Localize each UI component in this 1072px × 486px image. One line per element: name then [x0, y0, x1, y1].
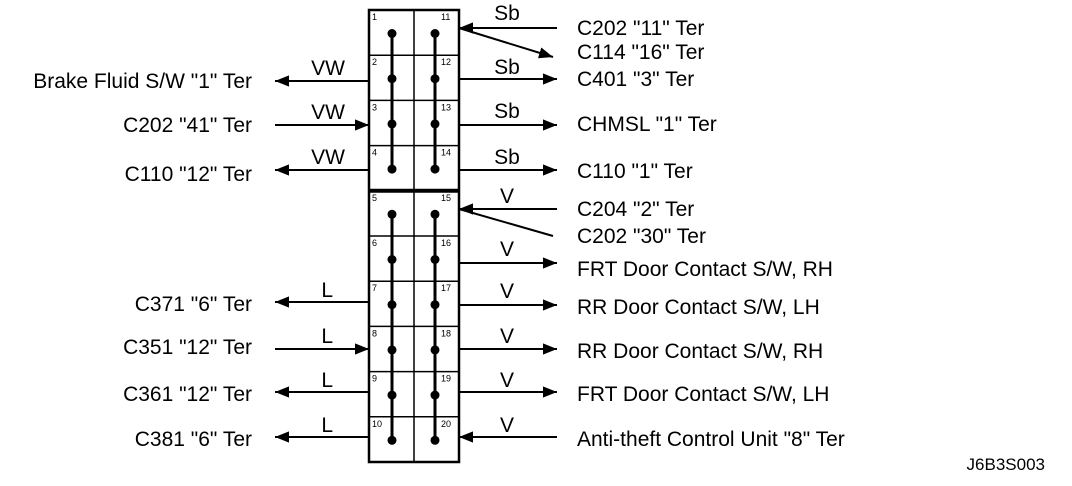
pin-number-20: 20	[441, 419, 451, 429]
wire-color-pin-18: V	[500, 325, 514, 348]
right-label-pin-12: C401 "3" Ter	[577, 68, 694, 91]
pin-dot	[387, 390, 397, 400]
wire-color-pin-2: VW	[311, 57, 345, 80]
wire-color-pin-13: Sb	[494, 100, 520, 123]
pin-number-3: 3	[372, 102, 377, 112]
pin-dot	[387, 300, 397, 310]
pin-number-16: 16	[441, 238, 451, 248]
left-label-pin-10: C381 "6" Ter	[135, 428, 252, 451]
wire-color-pin-19: V	[500, 369, 514, 392]
right-label-pin-20: Anti-theft Control Unit "8" Ter	[577, 428, 845, 451]
pin-dot	[387, 209, 397, 219]
left-label-pin-8: C351 "12" Ter	[123, 336, 252, 359]
pin-dot	[387, 29, 397, 39]
wire-color-pin-11: Sb	[494, 2, 520, 25]
right-label-pin-16: FRT Door Contact S/W, RH	[577, 258, 833, 281]
pin-number-5: 5	[372, 193, 377, 203]
pin-dot	[387, 435, 397, 445]
pin-number-11: 11	[441, 12, 450, 22]
pin-dot	[430, 435, 440, 445]
right-connections: Sb C202 "11" Ter C114 "16" Ter Sb C401 "…	[458, 2, 845, 451]
left-label-pin-7: C371 "6" Ter	[135, 293, 252, 316]
right-label-pin-15-b: C202 "30" Ter	[577, 225, 706, 248]
pin-dot	[430, 345, 440, 355]
pin-number-15: 15	[441, 193, 451, 203]
right-label-pin-18: RR Door Contact S/W, RH	[577, 340, 823, 363]
pin-dot	[430, 119, 440, 129]
wire-color-pin-8: L	[321, 325, 333, 348]
pin-number-14: 14	[441, 148, 451, 158]
right-line-pin-15-b	[458, 208, 554, 237]
wire-color-pin-12: Sb	[494, 56, 520, 79]
left-label-pin-2: Brake Fluid S/W "1" Ter	[33, 70, 252, 93]
pin-number-6: 6	[372, 238, 377, 248]
wire-color-pin-4: VW	[311, 146, 345, 169]
right-arrow-pin-11-out	[458, 27, 554, 59]
pin-number-2: 2	[372, 57, 377, 67]
right-label-pin-19: FRT Door Contact S/W, LH	[577, 383, 829, 406]
pin-number-13: 13	[441, 102, 451, 112]
wire-color-pin-16: V	[500, 238, 514, 261]
right-label-pin-14: C110 "1" Ter	[577, 160, 693, 183]
pin-dot	[387, 255, 397, 265]
pin-dot	[430, 300, 440, 310]
pin-number-8: 8	[372, 328, 377, 338]
right-label-pin-17: RR Door Contact S/W, LH	[577, 296, 820, 319]
pin-dot	[430, 390, 440, 400]
pin-number-1: 1	[372, 12, 377, 22]
diagram-reference-code: J6B3S003	[967, 455, 1045, 474]
wire-color-pin-14: Sb	[494, 146, 520, 169]
pin-number-7: 7	[372, 283, 377, 293]
right-label-pin-13: CHMSL "1" Ter	[577, 113, 717, 136]
pin-dot	[430, 29, 440, 39]
left-connections: VW Brake Fluid S/W "1" Ter VW C202 "41" …	[33, 57, 369, 451]
pin-dot	[387, 345, 397, 355]
wire-color-pin-9: L	[321, 369, 333, 392]
right-label-pin-11-a: C202 "11" Ter	[577, 17, 704, 40]
wire-color-pin-15: V	[500, 185, 514, 208]
pin-dot	[430, 164, 440, 174]
left-label-pin-3: C202 "41" Ter	[123, 114, 252, 137]
pin-number-17: 17	[441, 283, 451, 293]
right-label-pin-11-b: C114 "16" Ter	[577, 41, 704, 64]
wire-color-pin-20: V	[500, 414, 514, 437]
right-label-pin-15-a: C204 "2" Ter	[577, 198, 694, 221]
wire-color-pin-17: V	[500, 280, 514, 303]
pin-dot	[387, 119, 397, 129]
left-label-pin-4: C110 "12" Ter	[125, 163, 252, 186]
pin-number-4: 4	[372, 148, 377, 158]
left-label-pin-9: C361 "12" Ter	[123, 383, 252, 406]
pin-number-19: 19	[441, 374, 451, 384]
pin-dot	[430, 74, 440, 84]
pin-number-10: 10	[372, 419, 382, 429]
pin-number-9: 9	[372, 374, 377, 384]
pin-dot	[387, 164, 397, 174]
wire-color-pin-3: VW	[311, 101, 345, 124]
wire-color-pin-7: L	[321, 279, 333, 302]
wire-color-pin-10: L	[321, 414, 333, 437]
pin-number-12: 12	[441, 57, 451, 67]
pin-dot	[430, 255, 440, 265]
pin-dot	[430, 209, 440, 219]
pin-dot	[387, 74, 397, 84]
pin-number-18: 18	[441, 328, 451, 338]
